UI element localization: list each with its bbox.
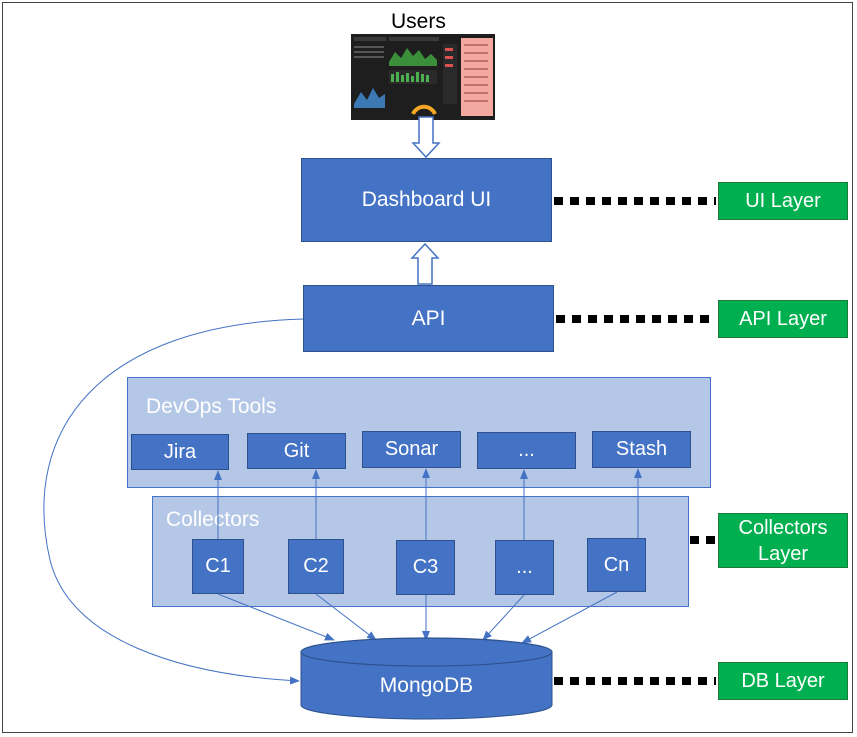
- devops-tools-title: DevOps Tools: [146, 395, 277, 418]
- dashboard-ui-label: Dashboard UI: [361, 188, 492, 211]
- c1-to-db-line: [217, 593, 335, 641]
- collector-cn-label: Cn: [603, 553, 630, 576]
- collector-c1[interactable]: C1: [192, 539, 244, 594]
- api-to-dashboard-arrow: [410, 242, 440, 285]
- tool-git-label: Git: [283, 439, 310, 462]
- collectors-layer-text-line2: Layer: [757, 542, 809, 565]
- api-box[interactable]: API: [303, 285, 554, 352]
- db-layer-label: DB Layer: [718, 662, 848, 700]
- collector-c3[interactable]: C3: [396, 540, 455, 595]
- tool-sonar-label: Sonar: [384, 438, 439, 460]
- mongodb-label: MongoDB: [379, 674, 474, 697]
- dashboard-ui-box[interactable]: Dashboard UI: [301, 158, 552, 242]
- ui-layer-text: UI Layer: [745, 190, 821, 212]
- api-layer-label: API Layer: [718, 300, 848, 338]
- collector-c2[interactable]: C2: [288, 539, 344, 594]
- tool-git[interactable]: Git: [247, 433, 346, 469]
- cn-to-db-line: [521, 591, 618, 644]
- api-layer-text: API Layer: [739, 308, 827, 330]
- api-to-db-curve: [43, 318, 304, 685]
- collector-more[interactable]: ...: [495, 540, 554, 595]
- tool-more-label: ...: [518, 439, 535, 461]
- collectors-layer-text-line1: Collectors: [738, 516, 828, 539]
- api-label: API: [411, 306, 446, 330]
- collector-c2-label: C2: [303, 555, 329, 577]
- mongodb-cylinder: [300, 637, 553, 720]
- collectors-layer-label: Collectors Layer: [718, 513, 848, 568]
- tool-stash[interactable]: Stash: [592, 431, 691, 468]
- collector-c1-label: C1: [205, 555, 231, 577]
- dashboard-screenshot-image: [351, 34, 495, 120]
- ui-layer-label: UI Layer: [718, 182, 848, 220]
- users-label: Users: [391, 10, 446, 33]
- tool-jira[interactable]: Jira: [131, 434, 229, 470]
- db-layer-text: DB Layer: [741, 670, 825, 692]
- tool-stash-label: Stash: [615, 438, 668, 460]
- tool-more[interactable]: ...: [477, 432, 576, 469]
- c2-to-db-line: [315, 593, 377, 641]
- collector-more-label: ...: [516, 556, 533, 578]
- collector-cn[interactable]: Cn: [587, 538, 646, 592]
- tool-sonar[interactable]: Sonar: [362, 431, 461, 468]
- collector-c3-label: C3: [412, 556, 439, 578]
- tool-jira-label: Jira: [163, 440, 197, 463]
- collectors-title: Collectors: [166, 508, 260, 531]
- users-to-dashboard-arrow: [411, 116, 441, 159]
- more-to-db-line: [482, 594, 525, 641]
